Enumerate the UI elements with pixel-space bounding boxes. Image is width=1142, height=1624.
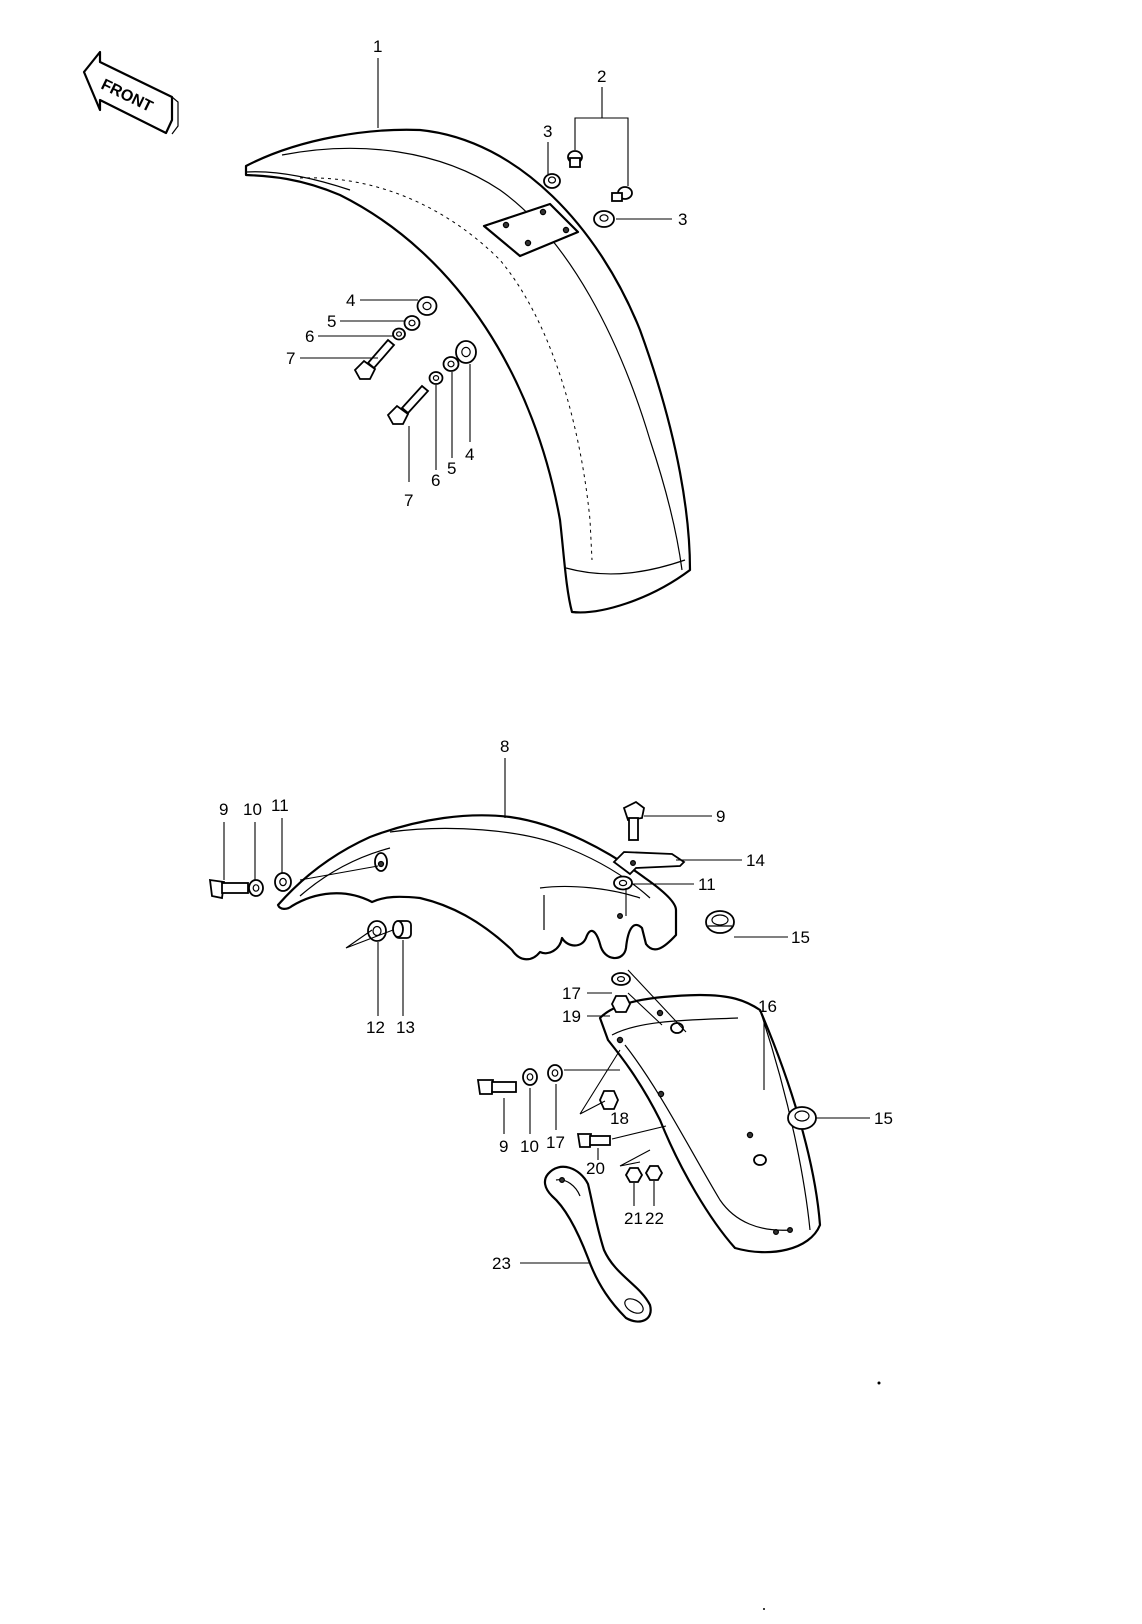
callout-15b: 15 <box>874 1109 893 1128</box>
callout-17a: 17 <box>562 984 581 1003</box>
callout-12: 12 <box>366 1018 385 1037</box>
grommet-3a <box>543 173 561 189</box>
callout-22: 22 <box>645 1209 664 1228</box>
callout-13: 13 <box>396 1018 415 1037</box>
callout-4b: 4 <box>465 445 474 464</box>
washer-5a <box>403 315 421 331</box>
callout-7a: 7 <box>286 349 295 368</box>
top-leader-lines <box>300 58 672 482</box>
callout-1: 1 <box>373 37 382 56</box>
rear-fender-hardware <box>208 800 817 1183</box>
callout-10b: 10 <box>520 1137 539 1156</box>
collar-2a <box>567 150 583 168</box>
callout-6b: 6 <box>431 471 440 490</box>
washer-11b <box>613 875 633 891</box>
bushing-12 <box>367 920 387 942</box>
callout-5b: 5 <box>447 459 456 478</box>
bracket-14 <box>612 851 686 876</box>
callout-7b: 7 <box>404 491 413 510</box>
callout-11b: 11 <box>698 875 716 894</box>
collar-2b <box>611 186 633 202</box>
washer-17b <box>547 1064 563 1082</box>
collar-13 <box>392 920 412 939</box>
callout-8: 8 <box>500 737 509 756</box>
scan-speck <box>763 1608 765 1610</box>
scan-speck <box>877 1381 881 1385</box>
callout-4a: 4 <box>346 291 355 310</box>
grommet-3b <box>593 210 615 228</box>
callout-2: 2 <box>597 67 606 86</box>
callout-17b: 17 <box>546 1133 565 1152</box>
callout-10a: 10 <box>243 800 262 819</box>
callout-21: 21 <box>624 1209 643 1228</box>
rear-flap <box>598 993 822 1254</box>
washer-11a <box>274 872 292 892</box>
washer-10b <box>522 1068 538 1086</box>
nut-19 <box>610 995 632 1013</box>
bolt-9c <box>476 1079 517 1095</box>
callout-9b: 9 <box>716 807 725 826</box>
callout-9a: 9 <box>219 800 228 819</box>
callout-14: 14 <box>746 851 765 870</box>
washer-10a <box>248 879 264 897</box>
callout-19: 19 <box>562 1007 581 1026</box>
callout-3a: 3 <box>543 122 552 141</box>
front-fender <box>244 128 692 614</box>
front-fender-hardware <box>353 150 633 425</box>
washer-17a <box>611 972 631 986</box>
washer-5b <box>442 356 460 372</box>
bolt-7a <box>353 338 396 380</box>
callout-18: 18 <box>610 1109 629 1128</box>
front-arrow-icon: FRONT <box>82 50 179 135</box>
callout-23: 23 <box>492 1254 511 1273</box>
bolt-20 <box>576 1133 611 1148</box>
bolt-9b <box>622 800 645 841</box>
bottom-leader-lines <box>223 758 870 1264</box>
bolt-7b <box>386 384 430 425</box>
washer-4a <box>416 296 438 316</box>
callout-9c: 9 <box>499 1137 508 1156</box>
callout-labels: 1 2 3 3 4 5 6 7 4 5 6 7 8 9 10 11 9 14 1… <box>219 37 893 1273</box>
nut-22 <box>644 1165 664 1181</box>
callout-6a: 6 <box>305 327 314 346</box>
grommet-15a <box>705 910 735 934</box>
callout-5a: 5 <box>327 312 336 331</box>
callout-16: 16 <box>758 997 777 1016</box>
bracket-23 <box>543 1165 652 1323</box>
bolt-9a <box>208 878 249 900</box>
lockwasher-6b <box>428 371 444 385</box>
nut-21 <box>624 1167 644 1183</box>
callout-15a: 15 <box>791 928 810 947</box>
callout-20: 20 <box>586 1159 605 1178</box>
nut-18 <box>599 1090 619 1110</box>
washer-4b <box>455 340 477 364</box>
lockwasher-6a <box>392 327 406 341</box>
grommet-15b <box>787 1106 817 1130</box>
callout-11a: 11 <box>271 796 289 815</box>
callout-3b: 3 <box>678 210 687 229</box>
